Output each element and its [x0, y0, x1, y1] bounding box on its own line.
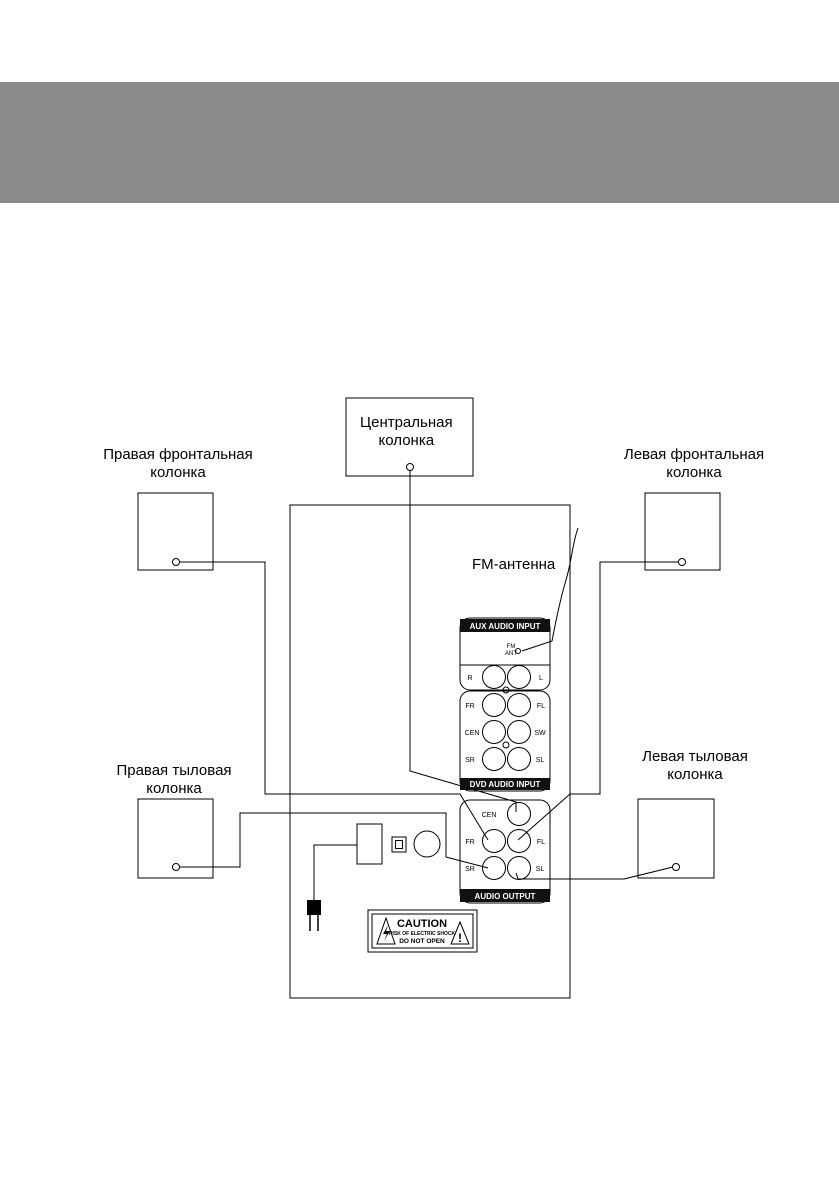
- aux-l-label: L: [539, 675, 543, 682]
- rear-left-speaker-label: Левая тыловая колонка: [630, 748, 760, 784]
- rear-right-speaker-terminal: [172, 863, 180, 871]
- wire-rear-left: [515, 866, 674, 880]
- dvd-sl-label: SL: [536, 757, 545, 764]
- audio-output-section: [459, 799, 551, 904]
- fm-antenna-label: FM-антенна: [472, 556, 556, 573]
- wire-front-left: [517, 561, 679, 841]
- power-switch: [356, 823, 383, 865]
- fm-ant-label-line2: ANT: [505, 651, 517, 657]
- out-fl-jack: [507, 829, 531, 853]
- front-right-speaker-box: [137, 492, 214, 571]
- center-speaker-label: Центральная колонка: [360, 414, 453, 450]
- front-right-speaker-terminal: [172, 558, 180, 566]
- fm-antenna-wire: [521, 527, 579, 652]
- rear-left-speaker-terminal: [672, 863, 680, 871]
- dvd-cen-jack: [482, 720, 506, 744]
- svg-text:!: !: [458, 931, 462, 945]
- rear-left-speaker-label-line2: колонка: [667, 766, 723, 783]
- rear-left-speaker-label-line1: Левая тыловая: [642, 748, 748, 765]
- wire-rear-right: [179, 812, 489, 869]
- dvd-fr-jack: [482, 693, 506, 717]
- power-knob: [413, 830, 441, 858]
- aux-l-jack: [507, 665, 531, 689]
- audio-output-title: AUDIO OUTPUT: [475, 892, 536, 901]
- dvd-sr-label: SR: [465, 757, 475, 764]
- caution-line1: RISK OF ELECTRIC SHOCK: [389, 931, 456, 937]
- power-cord: [313, 844, 357, 900]
- dvd-input-title: DVD AUDIO INPUT: [470, 780, 541, 789]
- front-left-speaker-label-line1: Левая фронтальная: [623, 446, 765, 463]
- warning-triangle-icon-left: [376, 916, 396, 945]
- rear-left-speaker-box: [637, 798, 715, 879]
- dvd-fl-jack: [507, 693, 531, 717]
- dvd-input-title-bar: [460, 778, 550, 790]
- out-cen-jack: [507, 802, 531, 826]
- caution-line2: DO NOT OPEN: [399, 938, 445, 945]
- out-sr-jack: [482, 856, 506, 880]
- header-band: [0, 82, 839, 203]
- front-left-speaker-label: Левая фронтальная колонка: [612, 446, 776, 482]
- out-fr-jack: [482, 829, 506, 853]
- center-speaker-label-line1: Центральная: [360, 414, 453, 431]
- front-right-speaker-label-line1: Правая фронтальная: [103, 446, 253, 463]
- front-right-speaker-label: Правая фронтальная колонка: [96, 446, 260, 482]
- fm-ant-label-line1: FM: [507, 644, 516, 650]
- wire-center: [409, 470, 517, 812]
- rear-right-speaker-label: Правая тыловая колонка: [104, 762, 244, 798]
- subwoofer-back-panel: [289, 504, 571, 999]
- out-fl-label: FL: [537, 839, 545, 846]
- aux-input-title: AUX AUDIO INPUT: [470, 622, 541, 631]
- rear-right-speaker-label-line2: колонка: [146, 780, 202, 797]
- out-cen-label: CEN: [482, 812, 497, 819]
- aux-r-label: R: [467, 675, 472, 682]
- out-sl-jack: [507, 856, 531, 880]
- dvd-fr-label: FR: [465, 703, 474, 710]
- center-speaker-terminal: [406, 463, 414, 471]
- dvd-sw-label: SW: [534, 730, 546, 737]
- dvd-sr-jack: [482, 747, 506, 771]
- caution-title: CAUTION: [397, 918, 447, 930]
- center-speaker-box: [345, 397, 474, 477]
- dvd-fl-label: FL: [537, 703, 545, 710]
- center-speaker-label-line2: колонка: [378, 432, 435, 449]
- dvd-sl-jack: [507, 747, 531, 771]
- out-sr-label: SR: [465, 866, 475, 873]
- rear-right-speaker-label-line1: Правая тыловая: [116, 762, 232, 779]
- front-left-speaker-box: [644, 492, 721, 571]
- out-sl-label: SL: [536, 866, 545, 873]
- dvd-input-section: [459, 690, 551, 792]
- power-plug-icon: [307, 900, 321, 931]
- warning-triangle-icon-right: [450, 920, 470, 945]
- fm-ant-jack: [515, 648, 521, 654]
- rear-right-speaker-box: [137, 798, 214, 879]
- aux-r-jack: [482, 665, 506, 689]
- aux-input-title-bar: [460, 619, 550, 632]
- audio-output-title-bar: [460, 889, 550, 902]
- aux-input-section: [459, 617, 551, 691]
- dvd-cen-label: CEN: [465, 730, 480, 737]
- front-right-speaker-label-line2: колонка: [150, 464, 206, 481]
- out-fr-label: FR: [465, 839, 474, 846]
- fuse-holder: [391, 836, 407, 853]
- front-left-speaker-terminal: [678, 558, 686, 566]
- wire-front-right: [179, 561, 489, 841]
- caution-plate: [367, 909, 478, 953]
- dvd-sw-jack: [507, 720, 531, 744]
- front-left-speaker-label-line2: колонка: [666, 464, 722, 481]
